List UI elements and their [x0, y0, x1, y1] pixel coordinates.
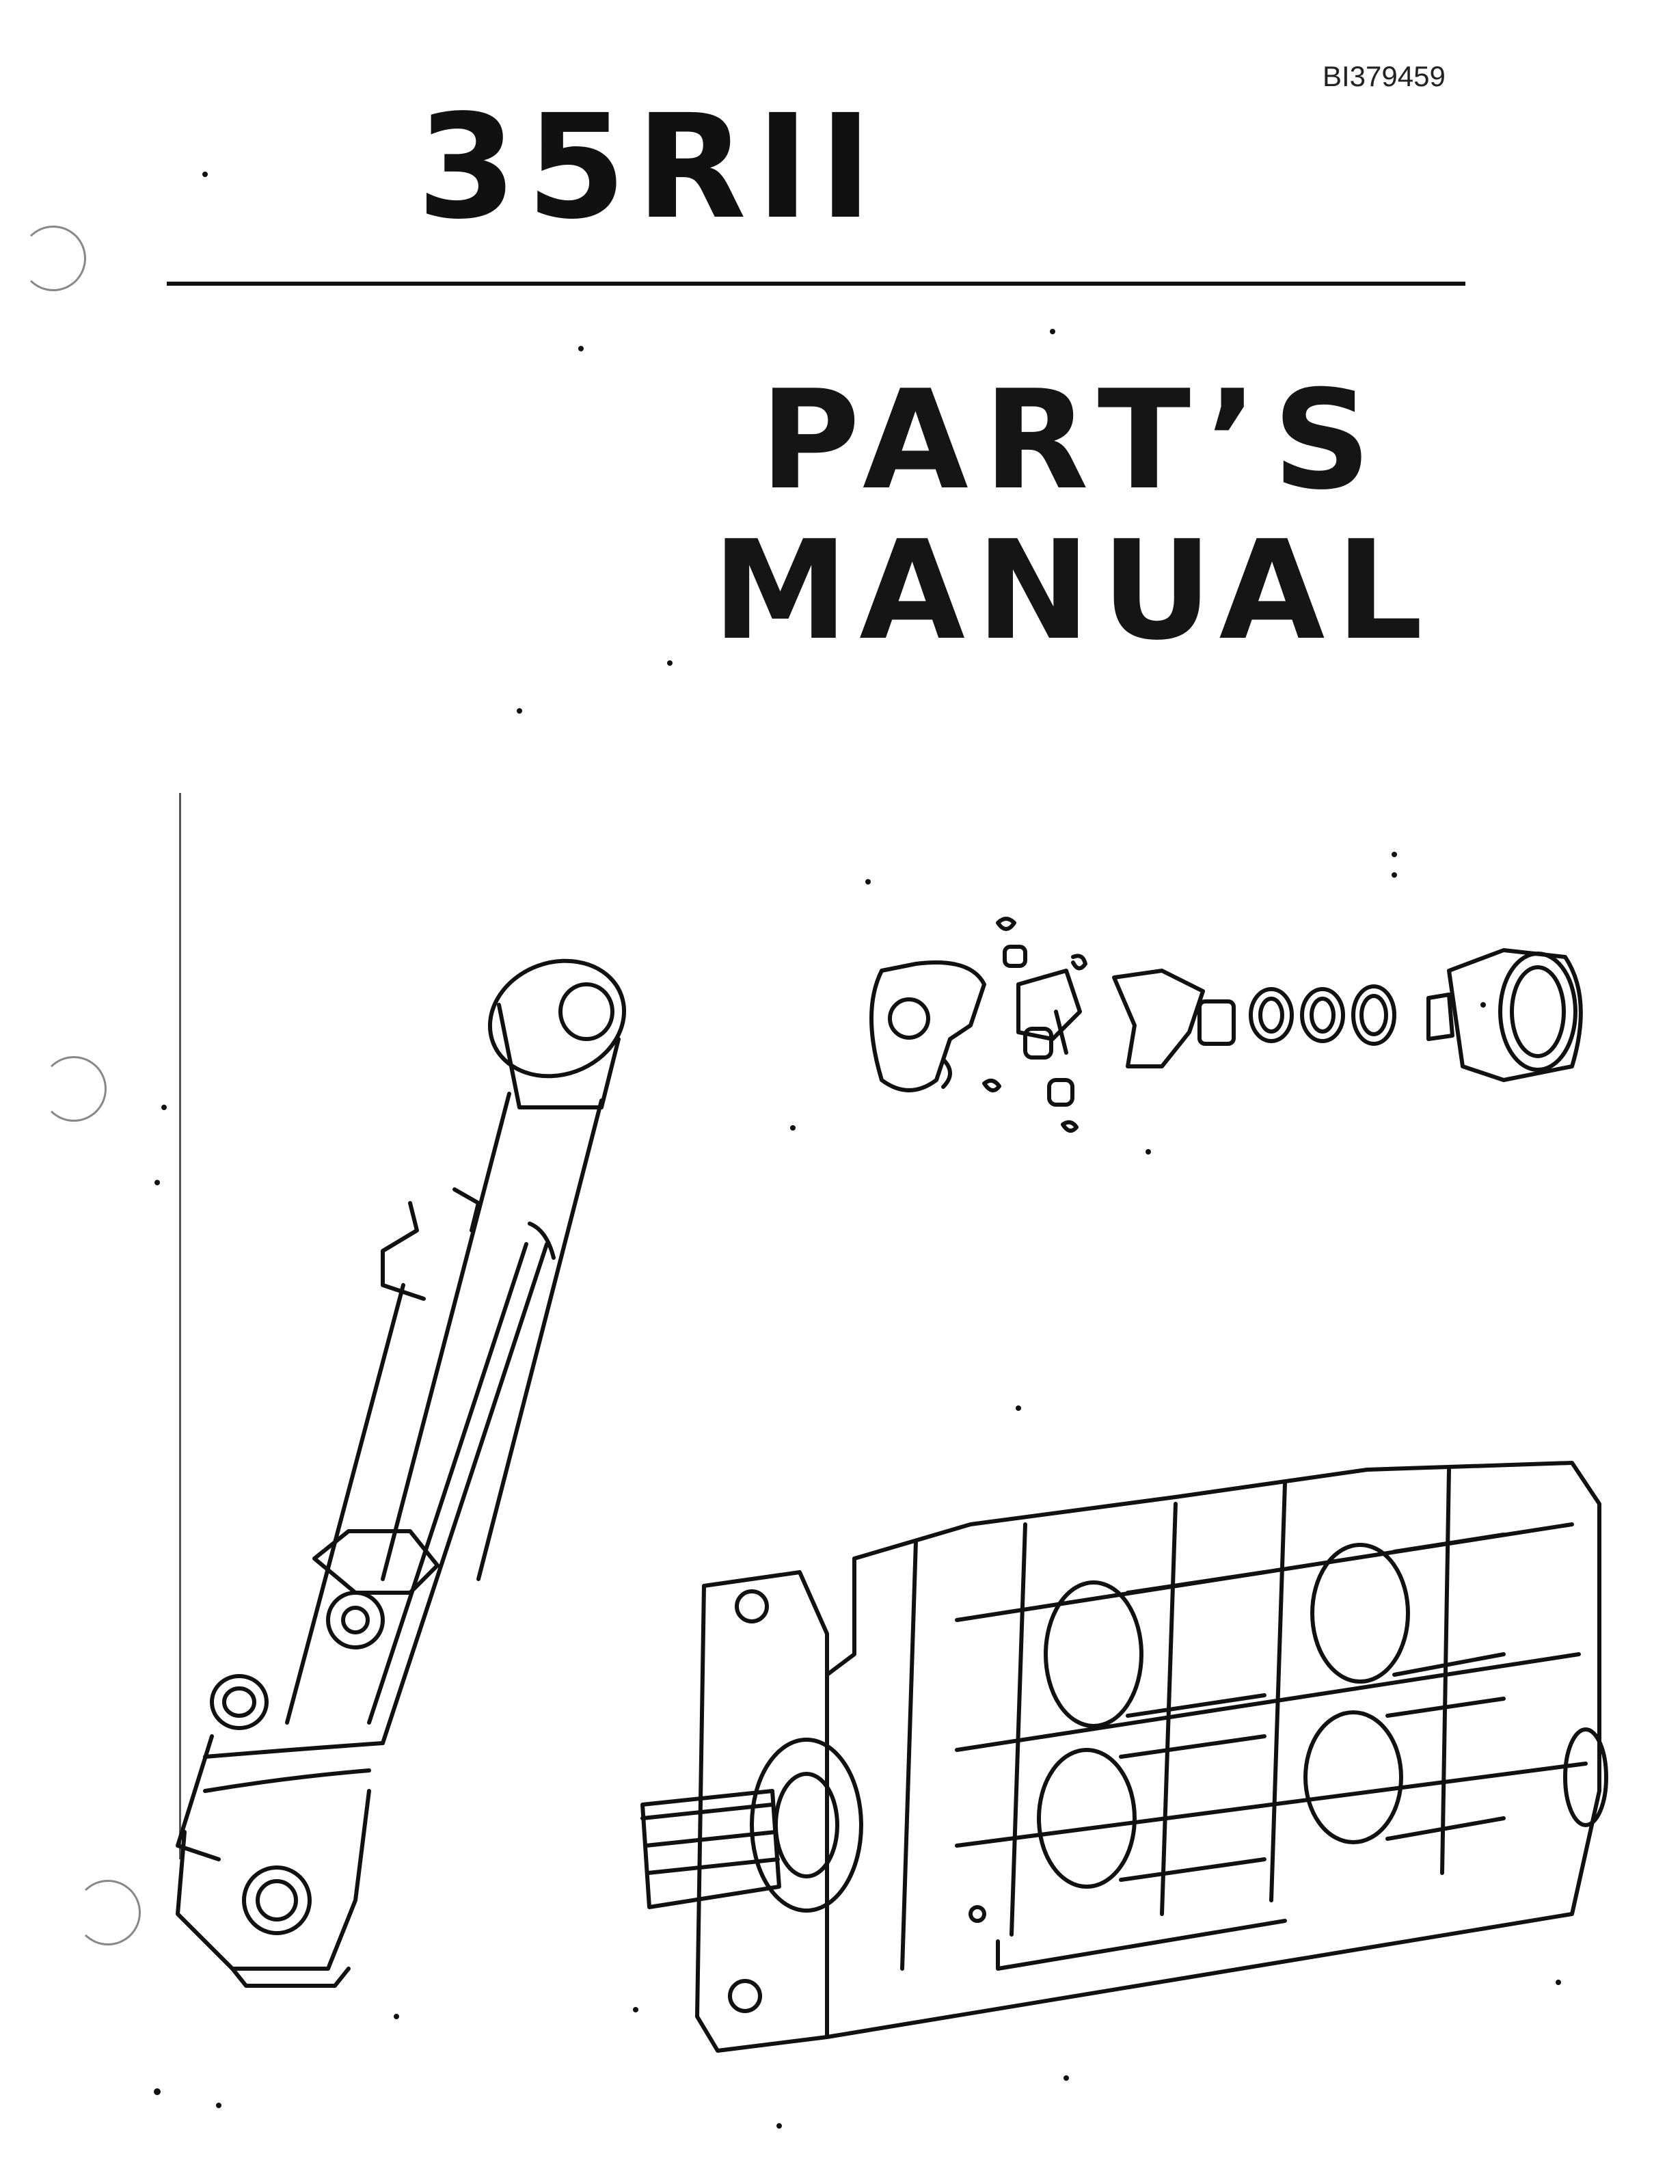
manual-title-line1: PART’S — [759, 361, 1387, 520]
document-id: BI379459 — [1323, 60, 1446, 92]
binder-hole-middle — [41, 1056, 107, 1122]
binder-hole-top — [21, 226, 86, 291]
gear-pump-drawing — [640, 1461, 1608, 2053]
binder-hole-bottom — [75, 1880, 141, 1945]
universal-joint-drawing — [869, 917, 1583, 1133]
title-rule — [167, 282, 1465, 286]
scan-margin-line — [179, 793, 181, 1859]
hydraulic-cylinder-drawing — [176, 958, 627, 1988]
model-title: 35RII — [417, 83, 882, 251]
manual-title-line2: MANUAL — [712, 511, 1434, 671]
scan-speckles — [154, 172, 1561, 2129]
